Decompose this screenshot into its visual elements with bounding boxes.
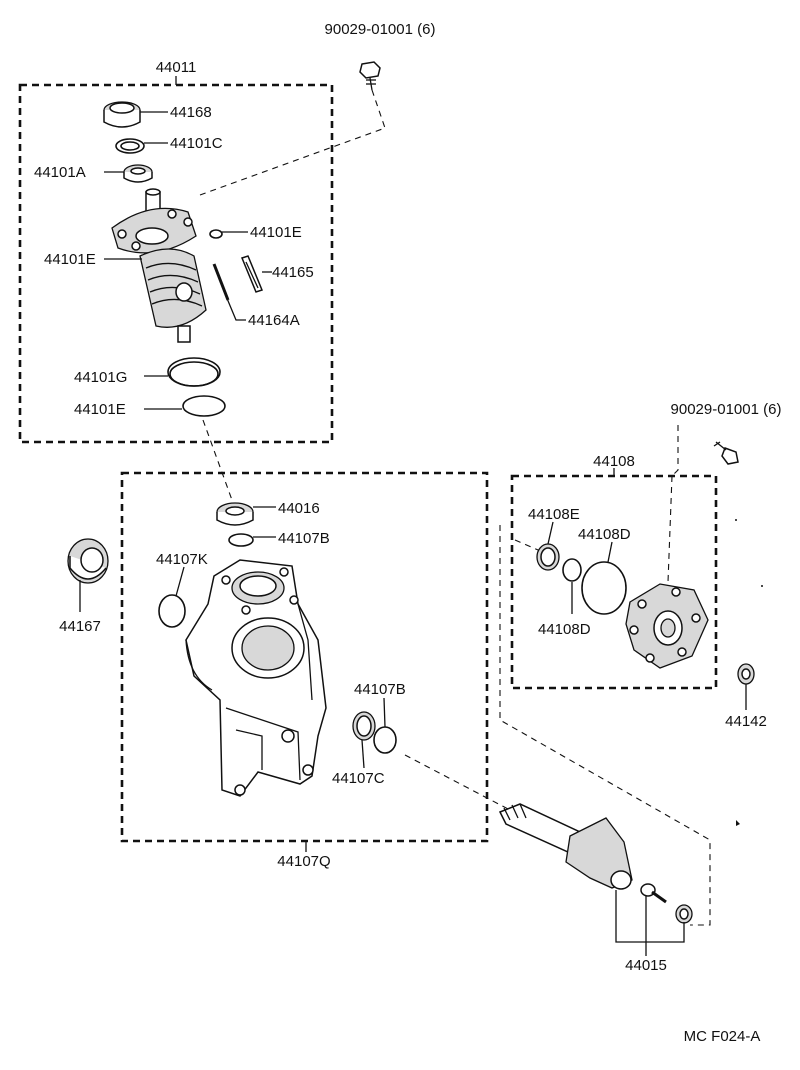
screw-44015-icon [640,883,667,904]
oring-44107B-b-icon [373,726,397,754]
label-assy-cover: 44108 [593,453,635,470]
label-44101E-b: 44101E [44,251,96,268]
label-44016: 44016 [278,500,320,517]
label-44142: 44142 [725,713,767,730]
label-44101E-a: 44101E [250,224,302,241]
gear-housing-icon [185,559,327,797]
label-44168: 44168 [170,104,212,121]
label-44165: 44165 [272,264,314,281]
label-44167: 44167 [59,618,101,635]
ring-44108E-icon [536,543,560,571]
label-44164A: 44164A [248,312,300,329]
oring-44101E-large-icon [182,395,226,417]
seal-ring-44164A-icon [212,263,230,301]
nut-44142-icon [737,663,755,685]
label-44107B-a: 44107B [278,530,330,547]
cap-44168-icon [103,101,141,128]
oring-44108D-small-icon [562,558,582,582]
seal-44016-icon [216,502,254,526]
label-bolt-right: 90029-01001 (6) [671,401,782,418]
label-44015: 44015 [625,957,667,974]
housing-assembly-box [120,471,489,843]
ring-44101C-icon [115,138,145,154]
label-44108D-b: 44108D [538,621,591,638]
diagram-code: MC F024-A [684,1028,761,1045]
label-44101A: 44101A [34,164,86,181]
label-assy-valve: 44011 [156,59,197,76]
label-44101C: 44101C [170,135,223,152]
label-44101E-c: 44101E [74,401,126,418]
label-44107B-b: 44107B [354,681,406,698]
bearing-44101A-icon [123,164,153,183]
oring-44107B-a-icon [228,533,254,547]
bolt-top-icon [359,61,381,91]
ring-44101G-icon [167,357,221,387]
sector-shaft-icon [498,803,633,890]
label-44108E: 44108E [528,506,580,523]
seal-ring-44165-icon [241,255,263,293]
label-44107C: 44107C [332,770,385,787]
label-44107K: 44107K [156,551,208,568]
nut-44015-icon [675,904,693,924]
label-44108D-a: 44108D [578,526,631,543]
oring-44101E-small-icon [209,229,223,239]
seal-44107C-icon [352,711,376,741]
label-bolt-top: 90029-01001 (6) [325,21,436,38]
oring-44107K-icon [158,594,186,628]
label-assy-housing: 44107Q [277,853,330,870]
end-cover-icon [625,583,709,669]
seal-44167-icon [67,538,109,584]
valve-body-icon [111,188,207,343]
label-44101G: 44101G [74,369,127,386]
oring-44108D-large-icon [581,561,627,615]
bolt-right-icon [713,441,739,465]
